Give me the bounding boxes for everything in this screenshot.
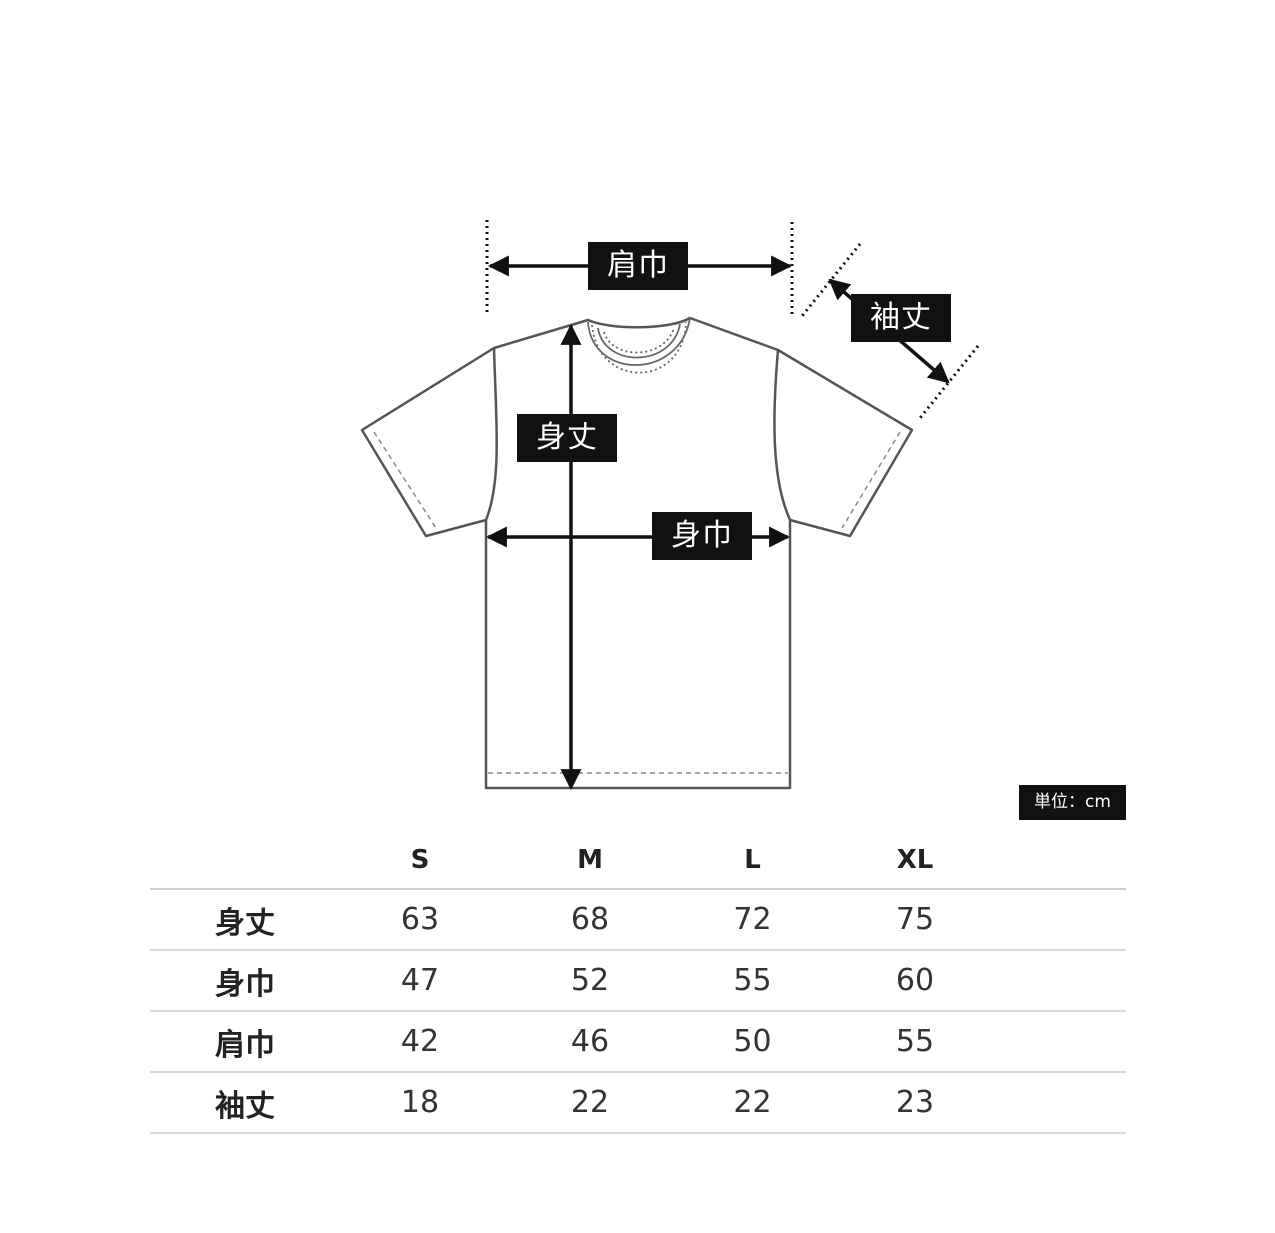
size-table: S M L XL 身丈 63 68 72 75 身巾 47 52 55 60 肩… [150,832,1126,1134]
table-spacer [1005,1072,1126,1134]
size-header: XL [825,832,1005,890]
table-cell: 52 [500,950,680,1012]
table-row: 身巾 47 52 55 60 [150,950,1126,1012]
label-sodetake: 袖丈 [851,294,951,342]
tshirt-outline [360,316,914,790]
table-cell: 18 [340,1072,500,1134]
table-corner [150,832,340,890]
label-katahaba: 肩巾 [588,242,688,290]
table-cell: 22 [500,1072,680,1134]
hem-stitching [373,431,901,774]
table-cell: 55 [680,950,825,1012]
table-cell: 68 [500,889,680,951]
size-header: S [340,832,500,890]
table-row: 肩巾 42 46 50 55 [150,1011,1126,1073]
row-label: 肩巾 [150,1011,340,1073]
table-row: 身丈 63 68 72 75 [150,889,1126,951]
table-cell: 50 [680,1011,825,1073]
table-row: 袖丈 18 22 22 23 [150,1072,1126,1134]
table-cell: 47 [340,950,500,1012]
table-spacer [1005,1011,1126,1073]
row-label: 身巾 [150,950,340,1012]
size-header: M [500,832,680,890]
row-label: 身丈 [150,889,340,951]
label-mitake: 身丈 [517,414,617,462]
label-mihaba: 身巾 [652,512,752,560]
unit-badge: 単位：cm [1019,785,1126,820]
collar-rib [587,317,691,374]
table-cell: 60 [825,950,1005,1012]
size-header: L [680,832,825,890]
table-cell: 55 [825,1011,1005,1073]
table-cell: 63 [340,889,500,951]
table-cell: 72 [680,889,825,951]
table-cell: 75 [825,889,1005,951]
table-cell: 42 [340,1011,500,1073]
row-label: 袖丈 [150,1072,340,1134]
table-cell: 22 [680,1072,825,1134]
table-header-row: S M L XL [150,832,1126,890]
table-cell: 46 [500,1011,680,1073]
table-spacer [1005,950,1126,1012]
table-spacer [1005,889,1126,951]
tshirt-diagram [360,220,980,791]
table-spacer [1005,832,1126,890]
table-cell: 23 [825,1072,1005,1134]
